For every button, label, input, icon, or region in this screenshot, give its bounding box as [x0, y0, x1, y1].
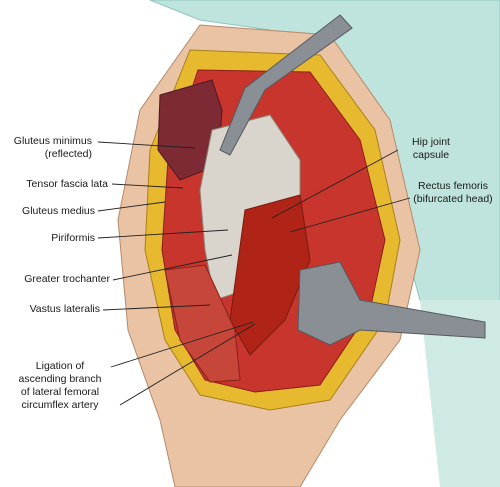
leader-gluteus-medius [97, 201, 166, 212]
upper-retractor [219, 14, 353, 156]
leader-ligation-1 [110, 321, 254, 368]
lower-retractor [297, 261, 486, 346]
leader-tensor-fascia-lata [111, 183, 184, 189]
leader-ligation-2 [119, 323, 256, 406]
label-tensor-fascia-lata: Tensor fascia lata [26, 178, 108, 190]
leader-hip-joint-capsule [271, 149, 399, 219]
label-ligation-artery: Ligation of ascending branch of lateral … [18, 360, 102, 411]
label-greater-trochanter: Greater trochanter [24, 273, 110, 285]
label-gluteus-minimus: Gluteus minimus (reflected) [13, 135, 92, 160]
label-rectus-femoris: Rectus femoris (bifurcated head) [413, 180, 493, 205]
label-piriformis: Piriformis [51, 232, 95, 244]
label-gluteus-medius: Gluteus medius [22, 205, 95, 217]
vastus-lateralis [164, 264, 241, 383]
leader-rectus-femoris [289, 197, 411, 233]
leader-gluteus-minimus [97, 141, 196, 149]
leader-lines [97, 141, 411, 406]
leader-greater-trochanter [112, 254, 233, 281]
leader-piriformis [97, 229, 229, 239]
leader-vastus-lateralis [102, 304, 211, 311]
surgical-drape-lower [420, 300, 500, 487]
label-vastus-lateralis: Vastus lateralis [29, 303, 100, 315]
label-hip-joint-capsule: Hip joint capsule [412, 136, 450, 161]
